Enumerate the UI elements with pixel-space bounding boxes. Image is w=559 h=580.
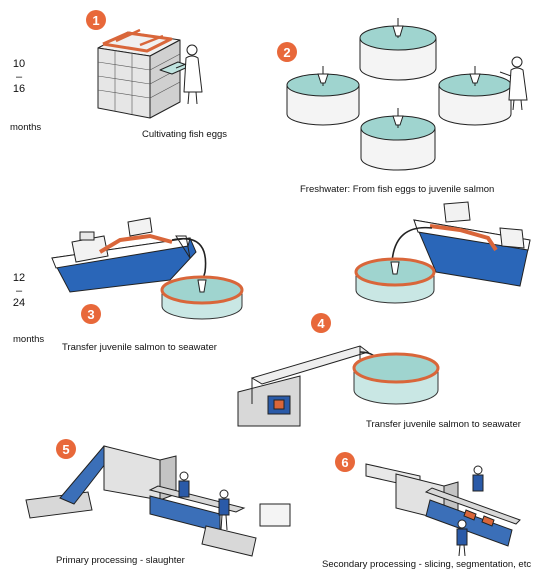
- step-5-caption: Primary processing - slaughter: [56, 555, 185, 566]
- step-badge-3: 3: [81, 304, 101, 324]
- duration-dash: –: [15, 284, 23, 297]
- svg-text:3: 3: [87, 307, 94, 322]
- duration-unit-1: months: [10, 122, 42, 133]
- step-4-caption: Transfer juvenile salmon to seawater: [366, 419, 521, 430]
- svg-text:2: 2: [283, 45, 290, 60]
- step-badge-1: 1: [86, 10, 106, 30]
- duration-range-1: 10 – 16: [8, 58, 30, 96]
- hatchery-cabinets-illustration: [97, 28, 203, 119]
- secondary-processing-line-illustration: [365, 463, 521, 557]
- duration-to: 24: [12, 297, 26, 310]
- svg-text:1: 1: [92, 13, 99, 28]
- pipeline-and-sea-pen-illustration: [237, 345, 440, 427]
- svg-text:6: 6: [341, 455, 348, 470]
- ship-and-sea-pen-right-illustration: [354, 201, 531, 304]
- step-6-caption: Secondary processing - slicing, segmenta…: [322, 559, 532, 570]
- step-3-caption: Transfer juvenile salmon to seawater: [62, 342, 217, 353]
- duration-dash: –: [15, 70, 23, 83]
- duration-range-2: 12 – 24: [8, 272, 30, 310]
- step-1-caption: Cultivating fish eggs: [142, 129, 228, 140]
- step-badge-4: 4: [311, 313, 331, 333]
- duration-unit-2: months: [13, 334, 45, 345]
- duration-to: 16: [12, 83, 26, 96]
- ship-and-sea-pen-left-illustration: [51, 217, 244, 320]
- svg-text:4: 4: [317, 316, 325, 331]
- step-badge-6: 6: [335, 452, 355, 472]
- duration-from: 10: [12, 58, 26, 70]
- step-badge-2: 2: [277, 42, 297, 62]
- svg-text:5: 5: [62, 442, 69, 457]
- step-badge-5: 5: [56, 439, 76, 459]
- duration-from: 12: [12, 272, 26, 284]
- step-2-caption: Freshwater: From fish eggs to juvenile s…: [300, 184, 495, 195]
- freshwater-tanks-illustration: [286, 18, 528, 171]
- primary-processing-line-illustration: [25, 445, 291, 557]
